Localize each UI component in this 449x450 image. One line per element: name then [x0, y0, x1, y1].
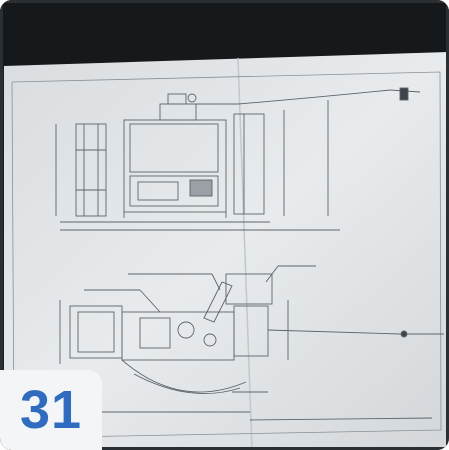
machine-plan-view: [59, 265, 444, 421]
number-badge: 31: [0, 370, 102, 450]
drawing-paper: [4, 52, 449, 450]
badge-number: 31: [19, 380, 83, 440]
drawing-border: [11, 71, 442, 439]
machine-elevation-view: [55, 87, 421, 231]
paper-fold: [237, 57, 253, 450]
